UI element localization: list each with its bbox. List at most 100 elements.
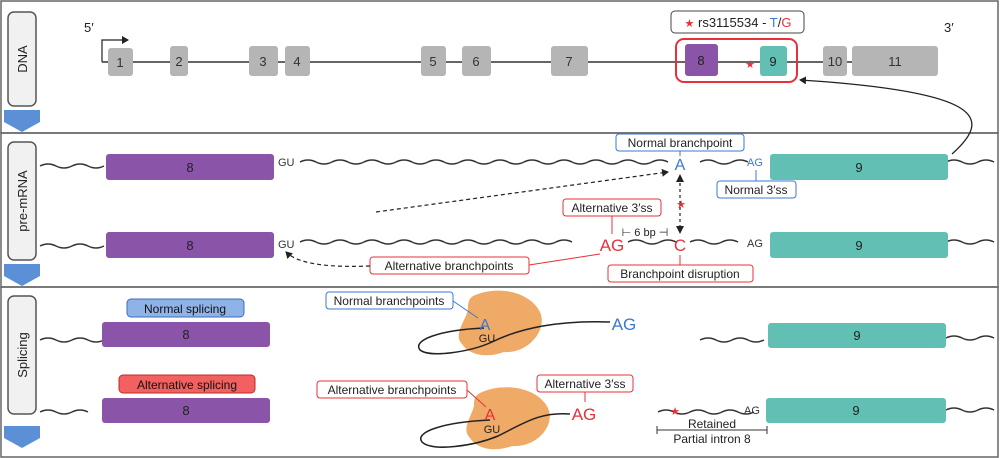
retained-intron-strand [657, 407, 995, 415]
alt-3ss-splicing-label: Alternative 3′ss [545, 377, 626, 391]
splicing-normal-strand-left [39, 337, 105, 343]
pre-mrna-exon-9-label: 9 [855, 160, 862, 175]
branch-c: C [674, 236, 686, 255]
three-prime-label: 3′ [944, 20, 954, 35]
dna-tab: DNA [4, 11, 40, 132]
exon-2-label: 2 [175, 54, 182, 69]
svg-text:★ rs3115534 - T/G: ★ rs3115534 - T/G [684, 15, 791, 30]
exon-9-label: 9 [769, 54, 776, 69]
zoom-arrow [799, 76, 973, 155]
normal-branchpoints-label: Normal branchpoints [334, 294, 445, 308]
dna-exons: 1 2 3 4 5 6 7 8 9 10 11 [108, 44, 938, 76]
alt-branchpoints-label-box [369, 256, 530, 275]
splicing-exon-8-normal-label: 8 [182, 327, 189, 342]
splicing-exon-9-alt-label: 9 [852, 403, 859, 418]
splicing-tab-arrow [4, 426, 40, 448]
dashed-link-up-arrowhead [676, 174, 684, 182]
exon-8-label: 8 [697, 53, 704, 68]
pre-mrna-exon-8-variant [106, 232, 274, 258]
pre-mrna-exon-8-variant-label: 8 [186, 238, 193, 253]
alt-branchpoints-splicing-leader [466, 389, 487, 408]
dashed-link-down-arrowhead [676, 226, 684, 234]
pre-mrna-tab: pre-mRNA [4, 141, 40, 286]
gu-label-normal: GU [278, 157, 295, 169]
dna-tab-label: DNA [15, 45, 30, 73]
retained-star-icon: ★ [670, 406, 680, 418]
pre-mrna-exon-8-normal [106, 154, 274, 180]
normal-branchpoints-label-box [325, 291, 454, 310]
alt-splicing-a: A [485, 407, 496, 424]
exon-7-label: 7 [565, 54, 572, 69]
pre-mrna-tab-label: pre-mRNA [15, 170, 30, 232]
pre-mrna-exon-9-variant-label: 9 [855, 238, 862, 253]
pre-mrna-exon-8-label: 8 [186, 160, 193, 175]
splicing-exon-8-normal [102, 322, 270, 347]
splicing-normal-strand-right [699, 335, 995, 343]
splicing-exon-9-normal [768, 323, 946, 348]
normal-splicing-badge [126, 298, 245, 318]
splicing-tab-label: Splicing [15, 332, 30, 378]
normal-splicing-a: A [480, 317, 491, 334]
variant-star-icon-2: ★ [684, 18, 694, 30]
exon-1-label: 1 [116, 55, 123, 70]
pre-mrna-exon-9-variant [770, 232, 948, 258]
alt-3ss-label: Alternative 3′ss [572, 201, 653, 215]
splicing-exon-9-normal-label: 9 [853, 328, 860, 343]
variant-allele-t: T [770, 15, 778, 30]
alt-branchpoints-label: Alternative branchpoints [385, 259, 514, 273]
variant-rsid: rs3115534 [698, 15, 758, 30]
normal-splicing-label: Normal splicing [144, 302, 226, 316]
gu-label-variant: GU [278, 239, 295, 251]
normal-3ss-label: Normal 3′ss [725, 183, 788, 197]
dashed-arrow-to-gu [285, 251, 371, 267]
exon-3-label: 3 [259, 54, 266, 69]
splicing-panel [0, 286, 999, 458]
six-bp-label: ⊢ 6 bp ⊣ [622, 227, 669, 239]
splicing-exon-9-alt [766, 398, 946, 423]
variant-dash: - [758, 15, 769, 30]
splicing-alt-strand-left [39, 409, 89, 415]
alternative-splicing-badge [118, 374, 256, 394]
pre-mrna-exon-9-normal [770, 154, 948, 180]
splicing-exon-8-alt-label: 8 [182, 403, 189, 418]
normal-3ss-label-box [716, 180, 797, 199]
pre-mrna-strand-normal [39, 159, 995, 169]
dashed-arrow-to-normal-a [375, 168, 669, 213]
splicing-tab: Splicing [4, 295, 40, 448]
exon-11-label: 11 [888, 54, 902, 69]
normal-ag: AG [747, 157, 763, 169]
variant-highlight-box [675, 38, 798, 83]
lariat-alternative [419, 413, 571, 448]
branchpoint-disruption-label-box [607, 264, 754, 283]
spliceosome-alternative [466, 387, 550, 450]
alt-ag-large: AG [600, 236, 625, 255]
alt-branchpoints-splicing-label-box [316, 380, 468, 399]
retained-bracket [656, 426, 768, 434]
exon-4-label: 4 [293, 54, 300, 69]
retained-ag: AG [744, 405, 760, 417]
exon-5-label: 5 [429, 54, 436, 69]
variant-allele-g: G [781, 15, 791, 30]
normal-splicing-gu: GU [479, 333, 496, 345]
pre-mrna-strand-variant [39, 239, 995, 249]
dna-panel [0, 0, 999, 134]
pre-mrna-star-icon: ★ [676, 199, 686, 211]
alt-branchpoints-leader [528, 253, 601, 266]
variant-label: ★ rs3115534 - T/G [670, 10, 805, 34]
normal-branch-a: A [675, 157, 686, 174]
normal-branchpoint-label: Normal branchpoint [628, 136, 733, 150]
spliceosome-normal [458, 290, 542, 356]
alt-splicing-gu: GU [484, 424, 501, 436]
tss-arrow [101, 36, 129, 62]
normal-splicing-ag: AG [612, 315, 637, 334]
retained-label-line1: Retained [688, 417, 736, 431]
exon-10-label: 10 [828, 54, 842, 69]
retained-label-line2: Partial intron 8 [673, 432, 751, 446]
lariat-normal [417, 320, 611, 355]
alt-branchpoints-splicing-label: Alternative branchpoints [328, 383, 457, 397]
variant-slash: / [778, 15, 782, 30]
variant-star-icon: ★ [745, 59, 755, 71]
alternative-splicing-label: Alternative splicing [137, 378, 237, 392]
dna-tab-arrow [4, 110, 40, 132]
